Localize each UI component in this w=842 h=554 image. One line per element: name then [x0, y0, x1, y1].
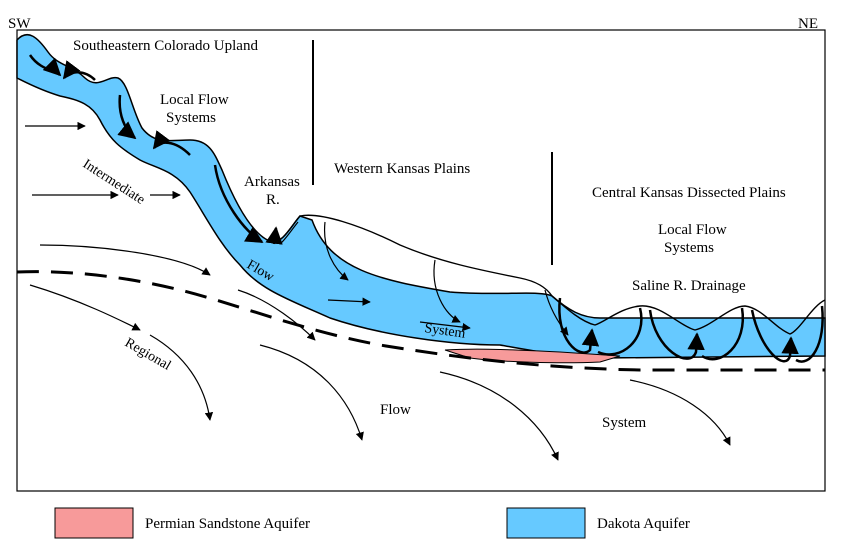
- label-local-flow-right-2: Systems: [664, 240, 714, 256]
- label-flow-regional: Flow: [380, 402, 411, 418]
- saline-loop-2: [597, 307, 643, 356]
- arkansas-side-arc: [279, 221, 299, 245]
- local-flow-arc-5: [213, 164, 264, 244]
- label-arkansas-1: Arkansas: [244, 174, 300, 190]
- legend-swatch-dakota: [506, 507, 586, 539]
- dashed-boundary-line: [16, 270, 825, 372]
- plains-flow-arrow-2: [419, 321, 471, 332]
- dakota-aquifer-band: [16, 34, 826, 359]
- region-colorado-upland: Southeastern Colorado Upland: [73, 38, 258, 54]
- diagram-frame: [16, 29, 826, 492]
- label-intermediate: Intermediate: [80, 157, 148, 208]
- regional-arc-2: [29, 284, 141, 331]
- regional-arc-5: [259, 344, 364, 441]
- local-flow-arc-1: [28, 54, 62, 77]
- regional-arc-7: [629, 379, 731, 446]
- corner-label-sw: SW: [8, 16, 31, 32]
- legend-label-permian: Permian Sandstone Aquifer: [145, 516, 310, 532]
- legend-swatch-permian: [54, 507, 134, 539]
- local-flow-arc-4: [152, 130, 191, 156]
- plains-arc-2: [433, 259, 461, 323]
- label-system-mid: System: [423, 321, 466, 342]
- label-local-flow-left-2: Systems: [166, 110, 216, 126]
- corner-label-ne: NE: [798, 16, 818, 32]
- label-local-flow-left-1: Local Flow: [160, 92, 229, 108]
- regional-arc-1: [39, 244, 211, 276]
- legend-label-dakota: Dakota Aquifer: [597, 516, 690, 532]
- label-saline-drainage: Saline R. Drainage: [632, 278, 746, 294]
- label-local-flow-right-1: Local Flow: [658, 222, 727, 238]
- plains-arc-1: [323, 221, 349, 281]
- label-arkansas-2: R.: [266, 192, 280, 208]
- region-central-kansas: Central Kansas Dissected Plains: [592, 185, 786, 201]
- saline-loop-1: [558, 297, 600, 354]
- label-system-regional: System: [602, 415, 647, 431]
- regional-arc-6: [439, 371, 559, 461]
- land-surface-line: [271, 214, 826, 335]
- regional-arc-4: [149, 334, 214, 421]
- saline-loop-3: [648, 309, 705, 360]
- local-flow-arc-3: [117, 94, 137, 140]
- plains-arc-3: [544, 289, 569, 336]
- saline-loop-4: [701, 307, 745, 361]
- label-regional: Regional: [122, 335, 173, 373]
- local-flow-arc-2: [62, 60, 96, 81]
- arkansas-discharge-arrow: [265, 226, 283, 245]
- regional-arc-3: [237, 289, 316, 341]
- region-western-kansas: Western Kansas Plains: [334, 161, 470, 177]
- saline-loop-5: [750, 309, 799, 363]
- plains-flow-arrow: [327, 297, 371, 306]
- saline-loop-6: [795, 305, 824, 363]
